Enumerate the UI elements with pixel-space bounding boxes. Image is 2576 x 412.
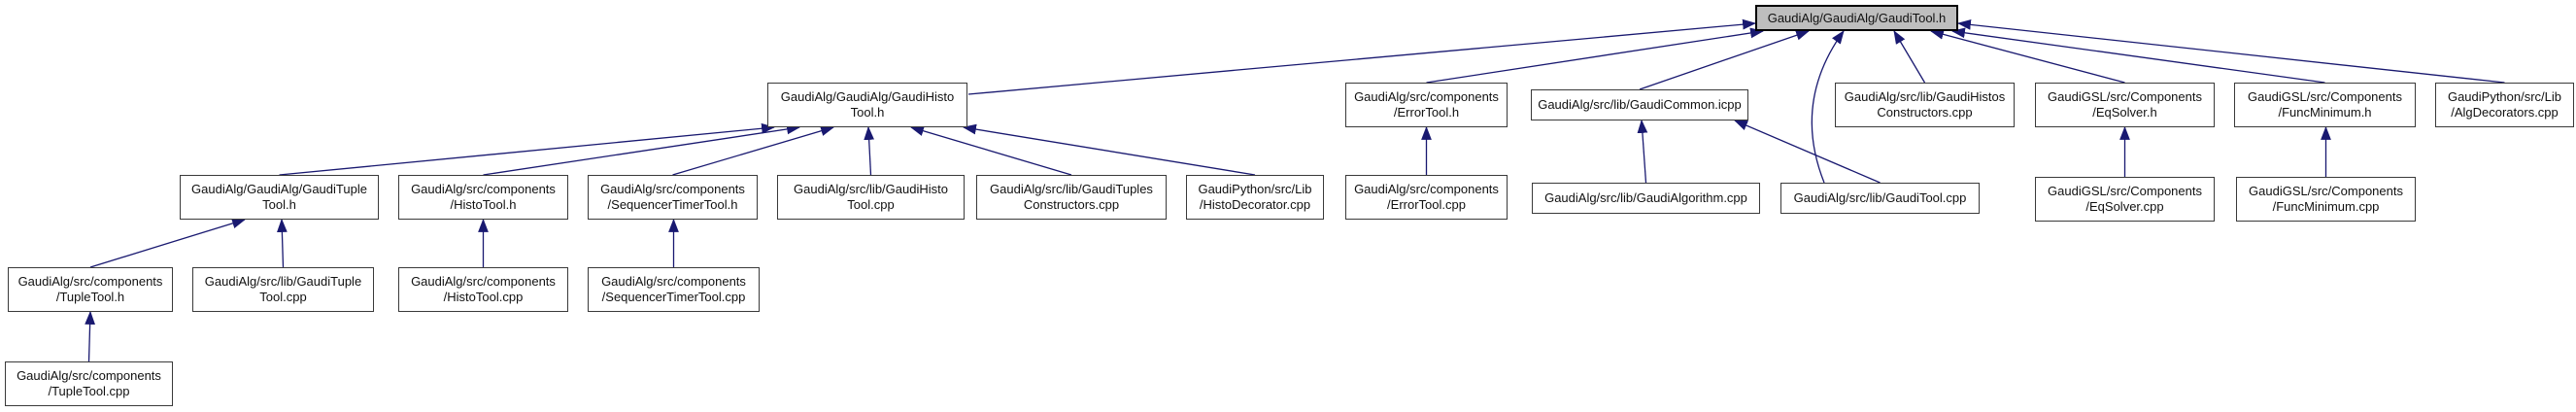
graph-node-gaudicommon_icpp[interactable]: GaudiAlg/src/lib/GaudiCommon.icpp <box>1531 89 1748 120</box>
graph-node-label: GaudiGSL/src/Components <box>2048 89 2202 104</box>
edge-gauditupletool_cpp-to-gauditupletool_h <box>277 218 288 268</box>
graph-node-label: /HistoTool.h <box>450 197 517 212</box>
graph-node-label: Constructors.cpp <box>1877 105 1973 120</box>
graph-node-label: /HistoTool.cpp <box>443 290 524 304</box>
edge-histotool_h-to-gaudihistotool_h <box>483 123 801 176</box>
edge-sequencertimertool_h-to-gaudihistotool_h <box>672 125 835 176</box>
graph-node-errortool_cpp[interactable]: GaudiAlg/src/components/ErrorTool.cpp <box>1345 175 1508 220</box>
edge-gaudituplesconstructors_cpp-to-gaudihistotool_h <box>909 125 1072 176</box>
graph-node-label: GaudiAlg/src/lib/GaudiHisto <box>794 182 948 196</box>
graph-node-gauditool_cpp[interactable]: GaudiAlg/src/lib/GaudiTool.cpp <box>1780 183 1980 214</box>
graph-node-tupletool_h[interactable]: GaudiAlg/src/components/TupleTool.h <box>8 267 173 312</box>
graph-node-label: GaudiAlg/GaudiAlg/GaudiHisto <box>780 89 955 104</box>
graph-node-label: Tool.h <box>850 105 885 120</box>
graph-node-label: GaudiAlg/src/components <box>411 182 556 196</box>
graph-node-label: GaudiGSL/src/Components <box>2249 184 2403 198</box>
graph-node-label: GaudiGSL/src/Components <box>2048 184 2202 198</box>
edge-eqsolver_h-to-gauditool_h <box>1929 29 2125 84</box>
edge-gauditool_cpp-to-gaudicommon_icpp <box>1734 120 1881 184</box>
graph-node-label: /EqSolver.h <box>2092 105 2157 120</box>
graph-node-label: /AlgDecorators.cpp <box>2451 105 2559 120</box>
graph-node-algdecorators_cpp[interactable]: GaudiPython/src/Lib/AlgDecorators.cpp <box>2435 83 2574 127</box>
edge-funcminimum_h-to-gauditool_h <box>1950 27 2325 84</box>
edge-gaudicommon_icpp-to-gauditool_h <box>1639 30 1811 90</box>
graph-node-label: GaudiAlg/src/lib/GaudiCommon.icpp <box>1538 97 1742 112</box>
edge-gaudialgorithm_cpp-to-gaudicommon_icpp <box>1637 119 1648 184</box>
graph-node-funcminimum_cpp[interactable]: GaudiGSL/src/Components/FuncMinimum.cpp <box>2236 177 2416 222</box>
graph-node-funcminimum_h[interactable]: GaudiGSL/src/Components/FuncMinimum.h <box>2234 83 2416 127</box>
graph-node-label: /HistoDecorator.cpp <box>1199 197 1311 212</box>
graph-node-sequencertimertool_h[interactable]: GaudiAlg/src/components/SequencerTimerTo… <box>588 175 758 220</box>
graph-node-label: /TupleTool.cpp <box>48 384 130 398</box>
graph-node-histodecorator_cpp[interactable]: GaudiPython/src/Lib/HistoDecorator.cpp <box>1186 175 1324 220</box>
graph-node-label: GaudiPython/src/Lib <box>2447 89 2562 104</box>
edge-tupletool_cpp-to-tupletool_h <box>85 310 96 362</box>
graph-node-label: /ErrorTool.cpp <box>1387 197 1466 212</box>
graph-node-gaudialgorithm_cpp[interactable]: GaudiAlg/src/lib/GaudiAlgorithm.cpp <box>1532 183 1760 214</box>
graph-node-label: GaudiAlg/src/components <box>601 274 746 289</box>
graph-node-label: /EqSolver.cpp <box>2085 199 2164 214</box>
graph-node-gauditool_h[interactable]: GaudiAlg/GaudiAlg/GaudiTool.h <box>1755 5 1958 31</box>
graph-node-label: /FuncMinimum.h <box>2278 105 2372 120</box>
graph-node-label: GaudiGSL/src/Components <box>2248 89 2402 104</box>
edge-gaudihistosconstructors_cpp-to-gauditool_h <box>1893 30 1926 84</box>
graph-node-label: GaudiAlg/src/lib/GaudiAlgorithm.cpp <box>1544 190 1747 205</box>
graph-node-label: /SequencerTimerTool.cpp <box>601 290 746 304</box>
graph-node-label: GaudiAlg/src/components <box>1354 89 1499 104</box>
edge-histodecorator_cpp-to-gaudihistotool_h <box>962 123 1256 176</box>
graph-node-eqsolver_cpp[interactable]: GaudiGSL/src/Components/EqSolver.cpp <box>2035 177 2215 222</box>
graph-node-errortool_h[interactable]: GaudiAlg/src/components/ErrorTool.h <box>1345 83 1508 127</box>
graph-node-label: /SequencerTimerTool.h <box>607 197 738 212</box>
edge-tupletool_h-to-gauditupletool_h <box>89 218 247 268</box>
graph-node-label: GaudiAlg/GaudiAlg/GaudiTool.h <box>1767 10 1947 25</box>
graph-node-label: GaudiAlg/src/components <box>17 274 163 289</box>
graph-node-label: Tool.cpp <box>847 197 895 212</box>
graph-node-tupletool_cpp[interactable]: GaudiAlg/src/components/TupleTool.cpp <box>5 361 173 406</box>
graph-node-label: /FuncMinimum.cpp <box>2272 199 2380 214</box>
graph-node-histotool_cpp[interactable]: GaudiAlg/src/components/HistoTool.cpp <box>398 267 568 312</box>
graph-node-label: GaudiAlg/src/lib/GaudiTuples <box>990 182 1153 196</box>
graph-node-sequencertimertool_cpp[interactable]: GaudiAlg/src/components/SequencerTimerTo… <box>588 267 760 312</box>
graph-node-label: GaudiAlg/GaudiAlg/GaudiTuple <box>191 182 367 196</box>
edge-gaudihistotool_cpp-to-gaudihistotool_h <box>864 125 875 176</box>
graph-node-label: /ErrorTool.h <box>1393 105 1460 120</box>
graph-node-label: GaudiAlg/src/lib/GaudiTool.cpp <box>1793 190 1967 205</box>
graph-node-histotool_h[interactable]: GaudiAlg/src/components/HistoTool.h <box>398 175 568 220</box>
graph-node-label: GaudiPython/src/Lib <box>1198 182 1312 196</box>
graph-node-label: GaudiAlg/src/components <box>600 182 745 196</box>
graph-node-label: Constructors.cpp <box>1023 197 1120 212</box>
graph-node-eqsolver_h[interactable]: GaudiGSL/src/Components/EqSolver.h <box>2035 83 2215 127</box>
graph-node-label: GaudiAlg/src/components <box>17 368 161 383</box>
graph-node-label: /TupleTool.h <box>55 290 125 304</box>
graph-node-label: Tool.cpp <box>259 290 307 304</box>
edge-errortool_h-to-gauditool_h <box>1426 27 1765 84</box>
edge-algdecorators_cpp-to-gauditool_h <box>1956 19 2505 84</box>
graph-node-label: GaudiAlg/src/components <box>411 274 556 289</box>
graph-node-label: GaudiAlg/src/lib/GaudiTuple <box>204 274 362 289</box>
edge-gauditupletool_h-to-gaudihistotool_h <box>279 122 776 176</box>
graph-node-label: GaudiAlg/src/lib/GaudiHistos <box>1844 89 2006 104</box>
graph-node-label: Tool.h <box>262 197 296 212</box>
graph-node-label: GaudiAlg/src/components <box>1354 182 1499 196</box>
